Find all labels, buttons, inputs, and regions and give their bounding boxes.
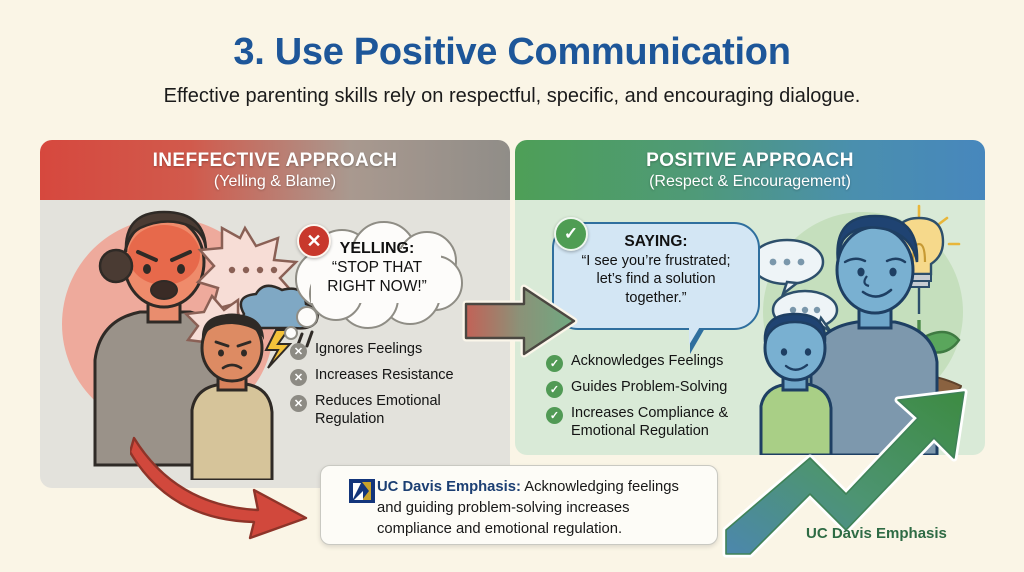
x-circle-icon: ✕ bbox=[290, 343, 307, 360]
thought-dot-large bbox=[296, 306, 318, 328]
list-item: ✓ Increases Compliance & Emotional Regul… bbox=[546, 405, 761, 440]
bullet-label: Acknowledges Feelings bbox=[571, 353, 724, 369]
bullet-label: Increases Compliance & Emotional Regulat… bbox=[571, 405, 729, 439]
x-circle-icon: ✕ bbox=[290, 395, 307, 412]
check-circle-icon: ✓ bbox=[546, 407, 563, 424]
page-title: 3. Use Positive Communication bbox=[233, 31, 791, 73]
angry-parent-child-illustration bbox=[93, 210, 319, 480]
panel-right-heading: POSITIVE APPROACH bbox=[646, 149, 854, 171]
check-circle-icon: ✓ bbox=[546, 381, 563, 398]
bullet-label: Ignores Feelings bbox=[315, 341, 423, 357]
saying-bubble-text: SAYING: “I see you’re frustrated; let’s … bbox=[554, 233, 758, 307]
check-badge-icon: ✓ bbox=[554, 217, 588, 251]
bullet-label: Reduces Emotional Regulation bbox=[315, 393, 441, 427]
yelling-line-1: “STOP THAT bbox=[331, 259, 423, 276]
panel-left-heading: INEFFECTIVE APPROACH bbox=[152, 149, 398, 171]
saying-line-3: together.” bbox=[625, 289, 687, 306]
uc-davis-logo-icon bbox=[349, 479, 375, 503]
x-badge-icon: ✕ bbox=[297, 224, 331, 258]
yelling-label: YELLING: bbox=[339, 240, 415, 257]
callout-lead: UC Davis Emphasis: bbox=[377, 479, 521, 495]
list-item: ✓ Guides Problem-Solving bbox=[546, 379, 761, 398]
page-subtitle: Effective parenting skills rely on respe… bbox=[163, 85, 861, 107]
bullet-label: Guides Problem-Solving bbox=[571, 379, 728, 395]
panel-left-header: INEFFECTIVE APPROACH (Yelling & Blame) bbox=[40, 140, 510, 200]
saying-line-1: “I see you’re frustrated; bbox=[581, 252, 731, 269]
yelling-bubble-text: YELLING: “STOP THAT RIGHT NOW!” bbox=[293, 239, 461, 296]
emphasis-tag-label: UC Davis Emphasis bbox=[806, 525, 947, 542]
bullet-label: Increases Resistance bbox=[315, 367, 454, 383]
ineffective-outcomes-list: ✕ Ignores Feelings ✕ Increases Resistanc… bbox=[290, 341, 490, 435]
list-item: ✕ Reduces Emotional Regulation bbox=[290, 393, 490, 428]
saying-line-2: let’s find a solution bbox=[596, 271, 716, 287]
speech-bubble-tail-inner bbox=[689, 317, 701, 345]
panel-left-subheading: (Yelling & Blame) bbox=[213, 172, 337, 190]
saying-speech-bubble: SAYING: “I see you’re frustrated; let’s … bbox=[552, 222, 760, 330]
callout-body: Acknowledging feelings and guiding probl… bbox=[377, 479, 679, 537]
panel-right-subheading: (Respect & Encouragement) bbox=[649, 172, 851, 190]
calm-parent-child-illustration bbox=[749, 204, 963, 455]
yelling-line-2: RIGHT NOW!” bbox=[327, 278, 427, 295]
x-circle-icon: ✕ bbox=[290, 369, 307, 386]
thought-dot-small bbox=[284, 326, 298, 340]
red-curved-arrow-icon bbox=[130, 436, 308, 540]
uc-davis-callout: UC Davis Emphasis: Acknowledging feeling… bbox=[320, 465, 718, 545]
right-arrow-icon bbox=[462, 284, 578, 358]
list-item: ✕ Ignores Feelings bbox=[290, 341, 490, 360]
saying-label: SAYING: bbox=[624, 233, 688, 250]
list-item: ✓ Acknowledges Feelings bbox=[546, 353, 761, 372]
panel-right-header: POSITIVE APPROACH (Respect & Encourageme… bbox=[515, 140, 985, 200]
green-growth-arrow-icon bbox=[722, 388, 968, 558]
check-circle-icon: ✓ bbox=[546, 355, 563, 372]
list-item: ✕ Increases Resistance bbox=[290, 367, 490, 386]
yelling-thought-bubble: YELLING: “STOP THAT RIGHT NOW!” bbox=[293, 221, 463, 329]
positive-outcomes-list: ✓ Acknowledges Feelings ✓ Guides Problem… bbox=[546, 353, 761, 447]
callout-text: UC Davis Emphasis: Acknowledging feeling… bbox=[377, 477, 702, 540]
